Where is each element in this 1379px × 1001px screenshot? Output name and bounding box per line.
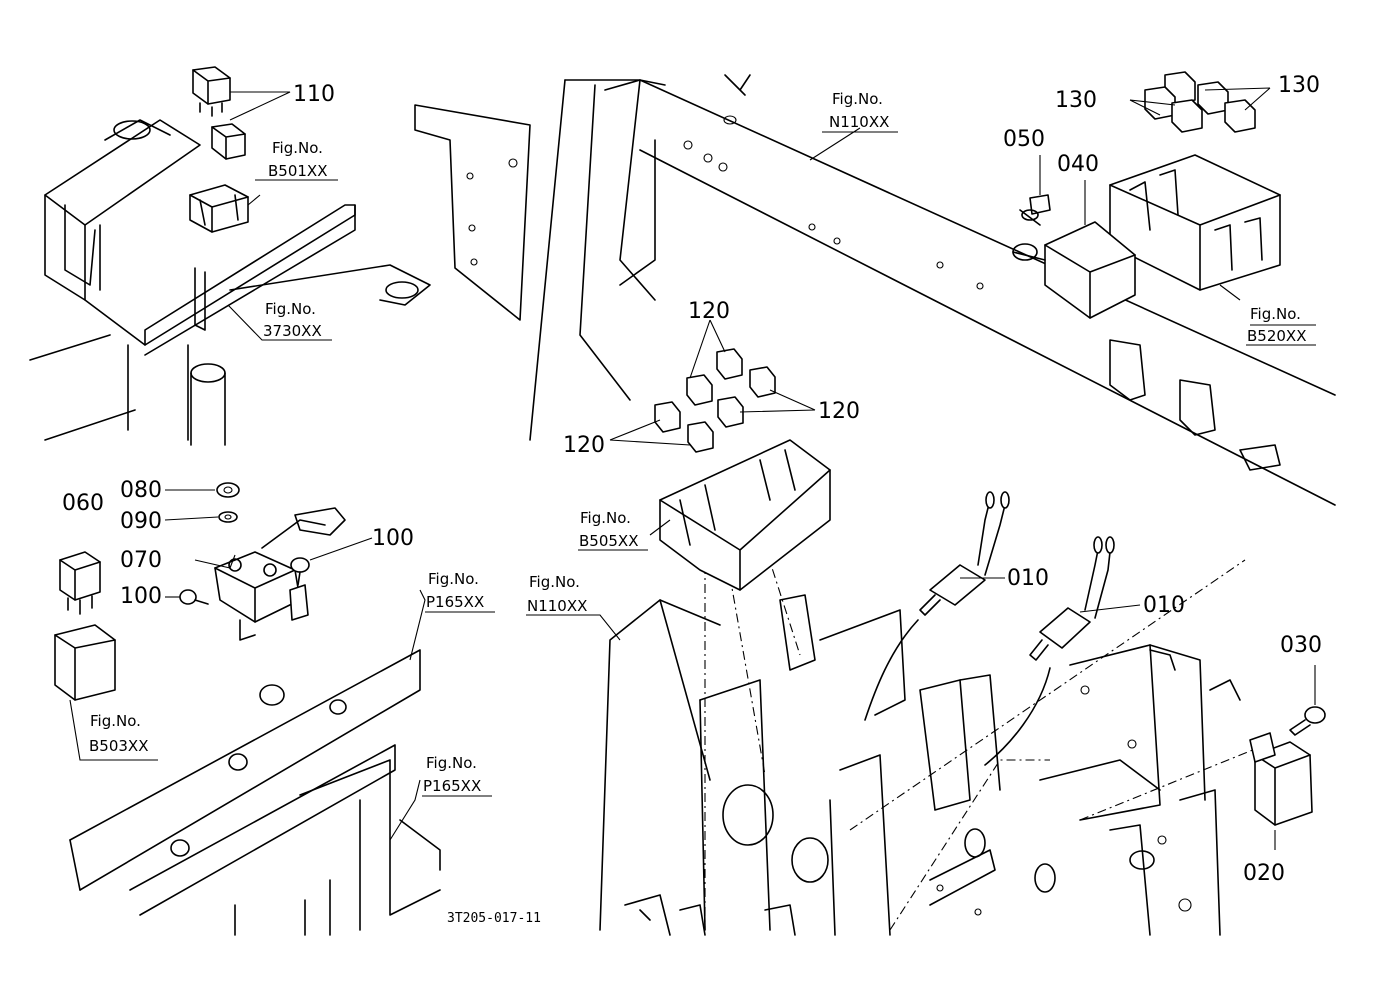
fuse-box-b505 (659, 439, 831, 591)
figref-n110-top-code: N110XX (829, 113, 889, 131)
figref-n110-top-caption: Fig.No. (832, 90, 883, 108)
figref-3730: Fig.No. 3730XX (263, 300, 322, 340)
label-090: 090 (120, 509, 162, 534)
figref-n110-mid-code: N110XX (527, 597, 587, 615)
flasher-unit-040 (1012, 221, 1136, 319)
bolt-100-left (179, 589, 209, 605)
relay-130-group (1144, 71, 1256, 133)
figref-b505-code: B505XX (579, 532, 638, 550)
label-060: 060 (62, 491, 104, 516)
label-120-left: 120 (563, 433, 605, 458)
figref-b503-code: B503XX (89, 737, 148, 755)
washer-090 (218, 511, 238, 523)
relay-060 (59, 551, 101, 615)
figref-b501-code: B501XX (268, 162, 327, 180)
figref-3730-caption: Fig.No. (265, 300, 316, 318)
label-100-left: 100 (120, 584, 162, 609)
figref-p165-lower-code: P165XX (423, 777, 481, 795)
figref-n110-top: Fig.No. N110XX (829, 90, 889, 131)
figref-p165-lower: Fig.No. P165XX (423, 754, 481, 795)
figref-p165-lower-caption: Fig.No. (426, 754, 477, 772)
nut-080 (216, 482, 240, 498)
label-110: 110 (293, 82, 335, 107)
label-080: 080 (120, 478, 162, 503)
label-120-top: 120 (688, 299, 730, 324)
figref-n110-mid: Fig.No. N110XX (527, 573, 587, 615)
label-070: 070 (120, 548, 162, 573)
figref-n110-mid-caption: Fig.No. (529, 573, 580, 591)
figref-b501: Fig.No. B501XX (268, 139, 327, 180)
pressure-switch-010-lower (984, 536, 1115, 766)
pressure-switch-010-upper (864, 491, 1010, 721)
figref-b503: Fig.No. B503XX (89, 712, 148, 755)
relay-120-group (654, 348, 776, 453)
drawing-code: 3T205-017-11 (447, 911, 541, 926)
figref-b520-caption: Fig.No. (1250, 305, 1301, 323)
label-040: 040 (1057, 152, 1099, 177)
relay-110-upper (192, 66, 231, 117)
label-050: 050 (1003, 127, 1045, 152)
starter-relay-070 (214, 507, 346, 641)
figref-b503-caption: Fig.No. (90, 712, 141, 730)
label-100-right: 100 (372, 526, 414, 551)
label-010-upper: 010 (1007, 566, 1049, 591)
label-130-right: 130 (1278, 73, 1320, 98)
figref-p165-upper-code: P165XX (426, 593, 484, 611)
figref-b501-caption: Fig.No. (272, 139, 323, 157)
label-020: 020 (1243, 861, 1285, 886)
relay-socket-b501 (189, 184, 249, 233)
label-120-right: 120 (818, 399, 860, 424)
relay-020 (1249, 732, 1313, 826)
figref-p165-upper-caption: Fig.No. (428, 570, 479, 588)
relay-110-lower (211, 123, 246, 160)
figref-b520: Fig.No. B520XX (1247, 305, 1306, 345)
label-010-lower: 010 (1143, 593, 1185, 618)
figref-p165-upper: Fig.No. P165XX (426, 570, 484, 611)
leader-lines (69, 87, 1316, 850)
label-030: 030 (1280, 633, 1322, 658)
bolt-100-right (290, 557, 310, 586)
figref-b520-code: B520XX (1247, 327, 1306, 345)
fuse-box-b520 (1109, 154, 1281, 291)
relay-socket-b503 (54, 624, 116, 701)
figref-b505-caption: Fig.No. (580, 509, 631, 527)
figref-b505: Fig.No. B505XX (579, 509, 638, 550)
label-130-left: 130 (1055, 88, 1097, 113)
figref-3730-code: 3730XX (263, 322, 322, 340)
bolt-030 (1289, 706, 1326, 736)
bolt-050 (1019, 194, 1051, 226)
